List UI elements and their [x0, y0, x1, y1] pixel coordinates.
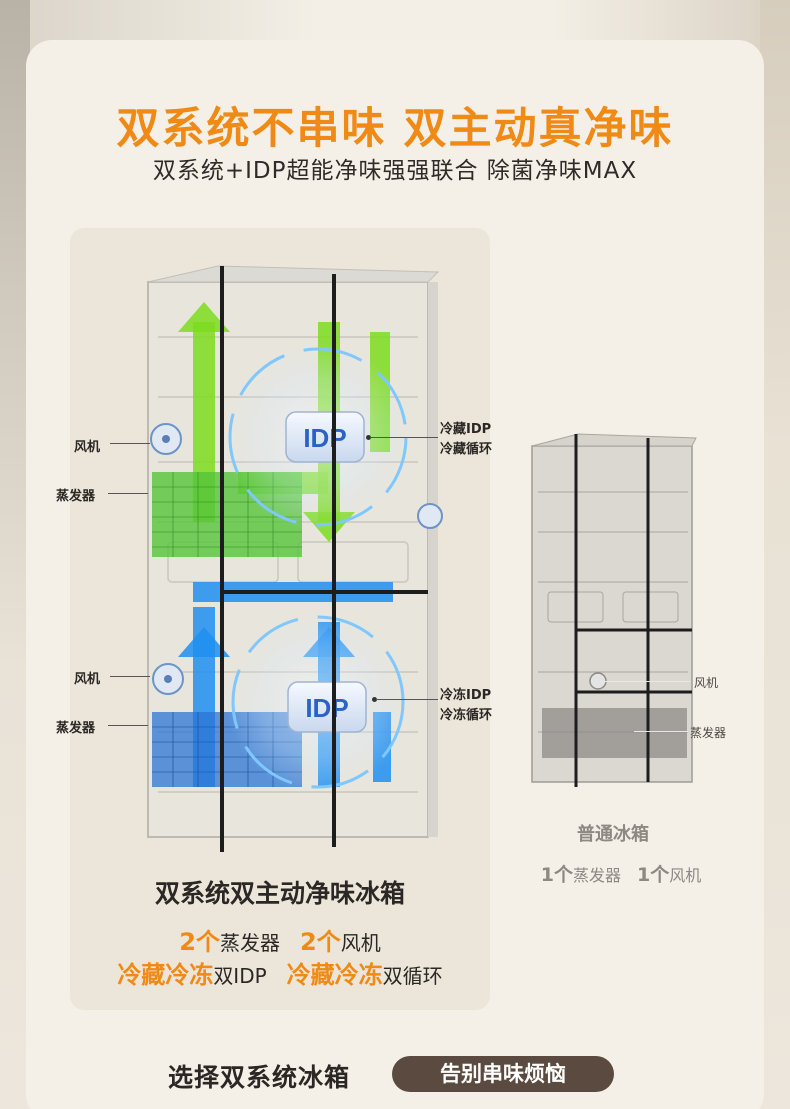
freezer-idp-ring — [231, 615, 405, 789]
ordinary-fan-leader — [600, 681, 690, 682]
evaporator-top-label: 蒸发器 — [56, 489, 96, 504]
fan-top-leader — [110, 443, 150, 444]
ordinary-evaporator-label: 蒸发器 — [690, 726, 727, 740]
freezer-idp-dot — [372, 697, 377, 702]
freezer-idp-leader — [376, 699, 438, 700]
fridge-right-side — [428, 282, 438, 837]
evaporator-text: 蒸发器 — [220, 931, 280, 955]
freezer-idp-label: 冷冻IDP — [440, 688, 492, 703]
fridge-idp-label: 冷藏IDP — [440, 422, 492, 437]
cycle-text: 双循环 — [382, 964, 443, 988]
door-frame — [220, 266, 428, 852]
ordinary-fridge-heading: 普通冰箱 — [577, 824, 649, 845]
fan-top-label: 风机 — [74, 440, 101, 455]
fan-count: 2个 — [300, 928, 341, 956]
ordinary-evaporator-leader — [634, 731, 688, 732]
dual-system-fridge-illustration: IDP IDP — [147, 265, 443, 852]
freezer-idp-badge-text: IDP — [305, 693, 348, 723]
ordinary-evaporator — [542, 708, 687, 758]
fridge-idp-dot — [366, 435, 371, 440]
ordinary-fan-count: 1个 — [637, 864, 670, 886]
evaporator-count: 2个 — [179, 928, 220, 956]
ordinary-fridge-illustration — [531, 433, 697, 787]
footer-pill: 告别串味烦恼 — [392, 1056, 614, 1092]
evaporator-top-grid — [152, 472, 302, 557]
evaporator-bottom-leader — [108, 725, 148, 726]
ordinary-fan-text: 风机 — [669, 866, 702, 885]
page-title: 双系统不串味 双主动真净味 — [116, 104, 674, 154]
door-fan-icon — [417, 503, 443, 529]
page-subtitle: 双系统+IDP超能净味强强联合 除菌净味MAX — [152, 158, 638, 184]
background-left — [0, 0, 30, 1109]
fridge-idp-badge — [285, 411, 365, 463]
ordinary-door-frame — [574, 434, 692, 787]
cycle-zones: 冷藏冷冻 — [286, 961, 383, 989]
background-right — [760, 0, 790, 1109]
fridge-top — [147, 265, 440, 283]
fan-text: 风机 — [340, 931, 381, 955]
fan-bottom-label: 风机 — [74, 672, 101, 687]
fridge-idp-leader — [370, 437, 438, 438]
fridge-cycle-label: 冷藏循环 — [440, 442, 493, 457]
idp-text: 双IDP — [213, 964, 267, 988]
evaporator-bottom-label: 蒸发器 — [56, 721, 96, 736]
dual-system-heading: 双系统双主动净味冰箱 — [154, 879, 405, 908]
ordinary-evaporator-text: 蒸发器 — [572, 866, 621, 885]
freezer-idp-badge — [287, 681, 367, 733]
ordinary-fan-label: 风机 — [694, 676, 719, 690]
evaporator-top-leader — [108, 493, 148, 494]
ordinary-evaporator-count: 1个 — [540, 864, 573, 886]
freezer-cycle-label: 冷冻循环 — [440, 708, 493, 723]
idp-zones: 冷藏冷冻 — [117, 961, 214, 989]
fan-bottom-leader — [110, 676, 150, 677]
footer-text: 选择双系统冰箱 — [168, 1063, 351, 1092]
fridge-idp-badge-text: IDP — [303, 423, 346, 453]
